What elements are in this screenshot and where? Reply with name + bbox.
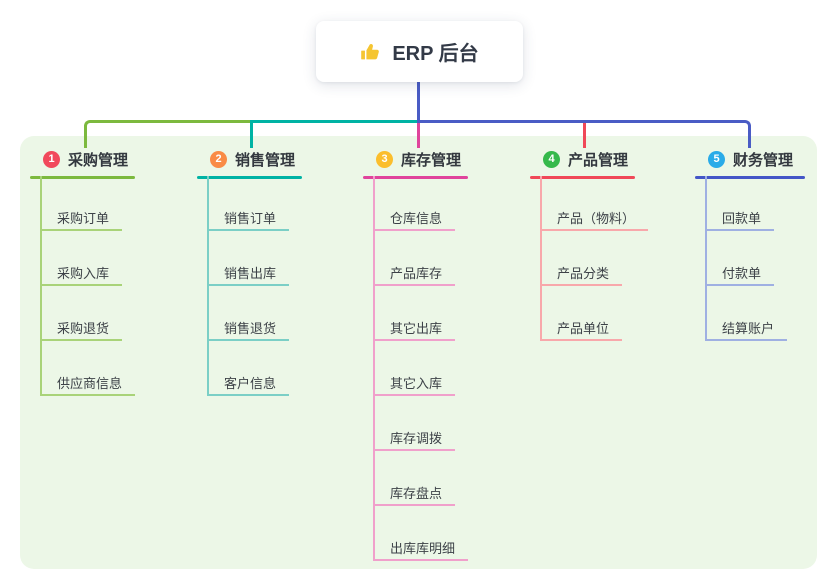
- branch-node-1[interactable]: 1 采购管理: [30, 148, 128, 170]
- branch-number-badge: 1: [43, 150, 60, 168]
- child-node[interactable]: 销售出库: [207, 264, 290, 286]
- thumbs-up-icon: [360, 41, 382, 63]
- child-node[interactable]: 付款单: [705, 264, 775, 286]
- child-node[interactable]: 客户信息: [207, 374, 290, 396]
- child-node[interactable]: 库存盘点: [373, 484, 456, 506]
- branch-number-badge: 4: [543, 150, 560, 168]
- branch-node-4[interactable]: 4 产品管理: [530, 148, 628, 170]
- branch-trunk-line: [540, 176, 542, 341]
- child-node[interactable]: 出库库明细: [373, 539, 469, 561]
- root-node[interactable]: ERP 后台: [316, 21, 523, 82]
- branch-drop-line-4: [583, 123, 586, 148]
- child-node[interactable]: 库存调拨: [373, 429, 456, 451]
- branch-underline: [363, 176, 468, 179]
- branch-number-badge: 5: [708, 150, 725, 168]
- branch-number-badge: 3: [376, 150, 393, 168]
- child-node[interactable]: 产品库存: [373, 264, 456, 286]
- child-node[interactable]: 销售订单: [207, 209, 290, 231]
- child-node[interactable]: 产品分类: [540, 264, 623, 286]
- branch-label: 采购管理: [68, 151, 129, 169]
- bus-segment-green: [84, 120, 251, 148]
- branch-node-5[interactable]: 5 财务管理: [695, 148, 793, 170]
- branch-underline: [197, 176, 302, 179]
- child-node[interactable]: 回款单: [705, 209, 775, 231]
- branch-underline: [530, 176, 635, 179]
- mindmap-panel: [20, 136, 817, 569]
- child-node[interactable]: 采购入库: [40, 264, 123, 286]
- child-node[interactable]: 供应商信息: [40, 374, 136, 396]
- child-node[interactable]: 销售退货: [207, 319, 290, 341]
- branch-underline: [695, 176, 805, 179]
- child-node[interactable]: 产品单位: [540, 319, 623, 341]
- child-node[interactable]: 仓库信息: [373, 209, 456, 231]
- child-node[interactable]: 其它出库: [373, 319, 456, 341]
- branch-trunk-line: [40, 176, 42, 396]
- branch-number-badge: 2: [210, 150, 227, 168]
- root-connector-line: [417, 80, 420, 121]
- branch-label: 销售管理: [235, 151, 296, 169]
- branch-label: 财务管理: [733, 151, 794, 169]
- branch-node-2[interactable]: 2 销售管理: [197, 148, 295, 170]
- branch-underline: [30, 176, 135, 179]
- root-title: ERP 后台: [392, 43, 479, 65]
- child-node[interactable]: 其它入库: [373, 374, 456, 396]
- child-node[interactable]: 产品（物料）: [540, 209, 649, 231]
- branch-label: 产品管理: [568, 151, 629, 169]
- branch-trunk-line: [207, 176, 209, 396]
- branch-node-3[interactable]: 3 库存管理: [363, 148, 461, 170]
- branch-drop-line-2: [250, 120, 253, 148]
- branch-trunk-line: [373, 176, 375, 561]
- branch-drop-line-3: [417, 123, 420, 148]
- child-node[interactable]: 采购订单: [40, 209, 123, 231]
- child-node[interactable]: 结算账户: [705, 319, 788, 341]
- child-node[interactable]: 采购退货: [40, 319, 123, 341]
- bus-segment-blue: [417, 120, 751, 148]
- branch-trunk-line: [705, 176, 707, 341]
- branch-label: 库存管理: [401, 151, 462, 169]
- bus-segment-teal: [251, 120, 417, 123]
